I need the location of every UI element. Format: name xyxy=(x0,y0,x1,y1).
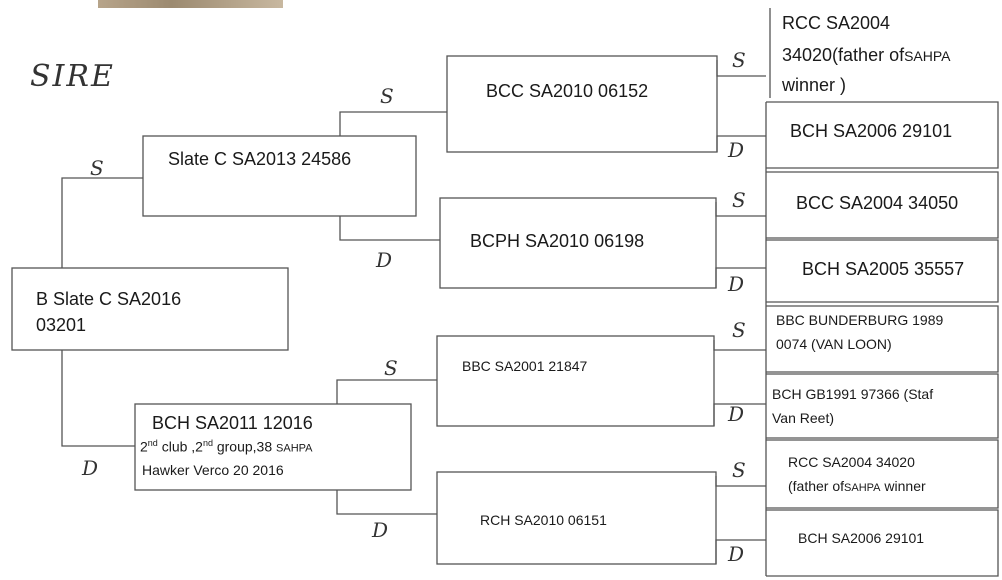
sire-letter-ds: S xyxy=(732,320,746,340)
ggp-sss-line3: winner ) xyxy=(782,74,846,97)
gp-ds-box xyxy=(437,336,714,426)
ggp-dsd-line1: BCH GB1991 97366 (Staf xyxy=(772,386,933,404)
dam-letter-dd: D xyxy=(728,544,744,564)
dam-letter-sire: D xyxy=(376,250,392,270)
ggp-dds-line2: (father ofSAHPA winner xyxy=(788,478,926,496)
ggp-dds-line1: RCC SA2004 34020 xyxy=(788,454,915,472)
gp-ss-box xyxy=(447,56,717,152)
dam-letter-ds: D xyxy=(728,404,744,424)
dam-name: BCH SA2011 12016 xyxy=(152,412,313,435)
sire-name: Slate C SA2013 24586 xyxy=(168,148,351,171)
ggp-sdd-name: BCH SA2005 35557 xyxy=(802,258,964,281)
dam-letter-root: D xyxy=(82,458,98,478)
gp-ss-name: BCC SA2010 06152 xyxy=(486,80,648,103)
ggp-sss-line2: 34020(father ofSAHPA xyxy=(782,44,951,67)
ggp-dss-line1: BBC BUNDERBURG 1989 xyxy=(776,312,943,330)
ggp-sss-line1: RCC SA2004 xyxy=(782,12,890,35)
ggp-sds-name: BCC SA2004 34050 xyxy=(796,192,958,215)
sire-letter-dd: S xyxy=(732,460,746,480)
dam-letter-sd: D xyxy=(728,274,744,294)
root-name-line2: 03201 xyxy=(36,314,86,337)
dam-letter-ss: D xyxy=(728,140,744,160)
ggp-dss-line2: 0074 (VAN LOON) xyxy=(776,336,892,354)
gp-ds-name: BBC SA2001 21847 xyxy=(462,358,587,376)
dam-letter-dam: D xyxy=(372,520,388,540)
root-name-line1: B Slate C SA2016 xyxy=(36,288,181,311)
sire-letter-root: S xyxy=(90,158,104,178)
sire-heading: SIRE xyxy=(30,62,115,92)
sire-letter-sd: S xyxy=(732,190,746,210)
dam-note-line1: 2nd club ,2nd group,38 SAHPA xyxy=(140,438,313,456)
ggp-ddd-name: BCH SA2006 29101 xyxy=(798,530,924,548)
ggp-ssd-name: BCH SA2006 29101 xyxy=(790,120,952,143)
dam-note-line2: Hawker Verco 20 2016 xyxy=(142,462,284,480)
sire-letter-ss: S xyxy=(732,50,746,70)
ggp-dsd-line2: Van Reet) xyxy=(772,410,834,428)
gp-dd-name: RCH SA2010 06151 xyxy=(480,512,607,530)
sire-letter-sire: S xyxy=(380,86,394,106)
sire-letter-dam: S xyxy=(384,358,398,378)
gp-sd-name: BCPH SA2010 06198 xyxy=(470,230,644,253)
